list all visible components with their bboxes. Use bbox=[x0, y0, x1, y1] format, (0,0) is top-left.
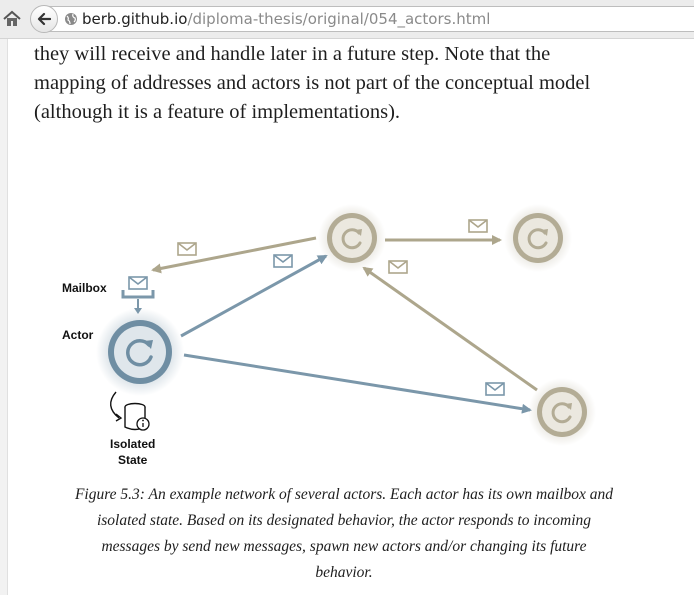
paragraph-line: they will receive and handle later in a … bbox=[34, 43, 551, 65]
caption-line: isolated state. Based on its designated … bbox=[96, 512, 592, 529]
message-arrow bbox=[183, 353, 532, 414]
home-icon[interactable] bbox=[2, 9, 22, 29]
paragraph-line: mapping of addresses and actors is not p… bbox=[34, 72, 591, 94]
isolated-state-icon bbox=[110, 391, 150, 431]
actor-icon bbox=[528, 378, 596, 446]
url-path: /diploma-thesis/original/054_actors.html bbox=[187, 10, 491, 28]
message-envelope-icon bbox=[388, 260, 408, 274]
figure-caption: Figure 5.3: An example network of severa… bbox=[30, 482, 658, 586]
globe-icon bbox=[65, 13, 77, 25]
caption-line: behavior. bbox=[315, 564, 373, 581]
isolated-state-label-line1: Isolated bbox=[110, 437, 156, 451]
paragraph-line: (although it is a feature of implementat… bbox=[34, 101, 401, 123]
message-arrow bbox=[180, 254, 328, 338]
url-host: berb.github.io bbox=[82, 10, 188, 28]
message-envelope-icon bbox=[273, 254, 293, 268]
url-text[interactable]: berb.github.io/diploma-thesis/original/0… bbox=[82, 10, 490, 28]
message-arrow bbox=[151, 236, 317, 274]
body-paragraph: they will receive and handle later in a … bbox=[34, 40, 674, 127]
main-actor-icon bbox=[96, 308, 184, 396]
actor-icon bbox=[318, 204, 386, 272]
back-button[interactable] bbox=[30, 5, 58, 33]
message-envelope-icon bbox=[468, 219, 488, 233]
caption-line: Figure 5.3: An example network of severa… bbox=[74, 486, 614, 503]
caption-line: messages by send new messages, spawn new… bbox=[101, 538, 587, 555]
actor-label: Actor bbox=[62, 328, 94, 342]
message-envelope-icon bbox=[485, 382, 505, 396]
actor-icon bbox=[504, 204, 572, 272]
address-bar[interactable] bbox=[48, 6, 694, 32]
message-envelope-icon bbox=[177, 242, 197, 256]
page-margin bbox=[0, 39, 8, 595]
isolated-state-label-line2: State bbox=[118, 453, 148, 467]
mailbox-label: Mailbox bbox=[62, 281, 107, 295]
back-arrow-icon bbox=[37, 12, 51, 26]
message-arrow bbox=[362, 266, 538, 392]
